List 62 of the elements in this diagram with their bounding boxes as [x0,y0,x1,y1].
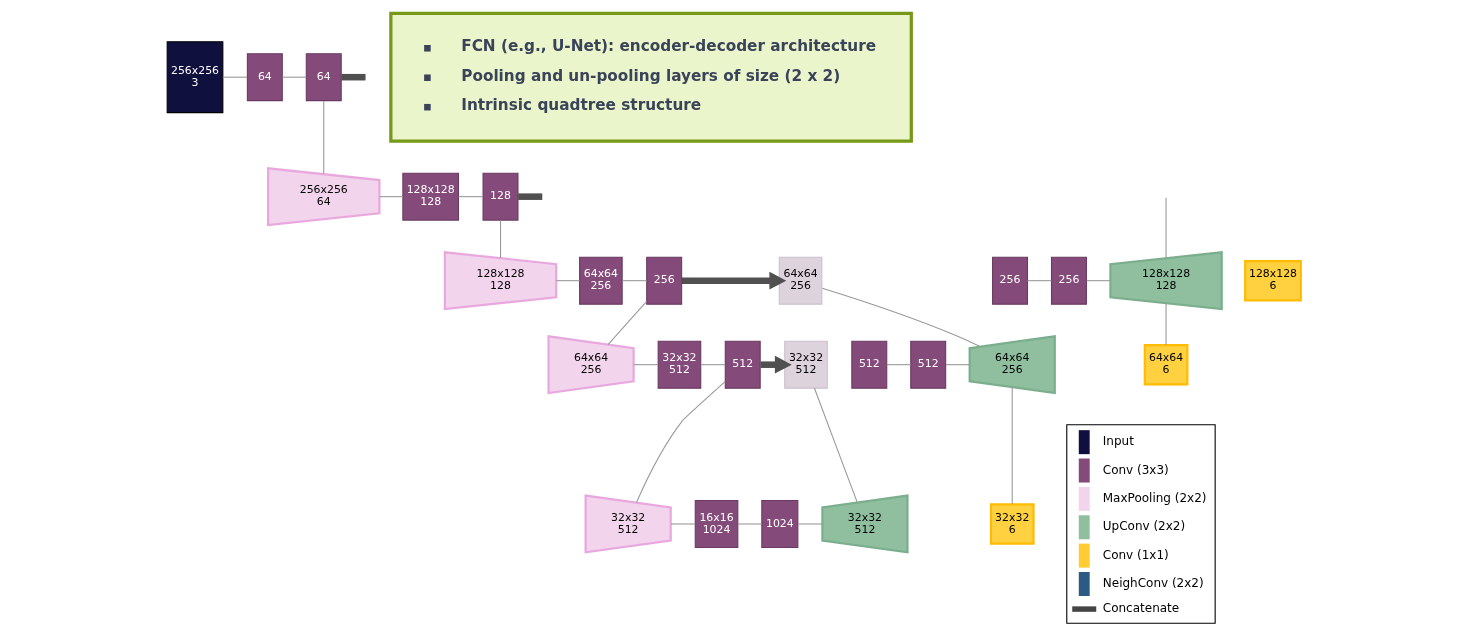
legend-label: NeighConv (2x2) [1102,575,1204,590]
connector [457,195,484,197]
connector [821,287,981,347]
node-box: 512 [910,340,947,389]
legend-label: MaxPooling (2x2) [1102,490,1207,505]
connector [886,363,912,365]
legend-label: Input [1102,433,1134,448]
connector [670,522,696,525]
node-box: 512 [724,340,761,389]
connector [1086,279,1111,281]
connector [1011,386,1013,505]
node-box: 256 [992,256,1029,305]
node-box: 1024 [761,499,799,548]
node-box: 128x128 128 [402,172,460,221]
node-box: 64 [305,52,342,101]
node-box: 512 [851,340,888,389]
legend-label: Concatenate [1102,600,1180,615]
node-box: 32x32 512 [784,340,828,389]
connector [1027,279,1053,281]
connector [1165,196,1167,258]
connector [636,380,726,503]
connector [281,76,307,78]
connector [518,192,543,200]
node-box: 32x32 512 [821,493,909,554]
node-box: 128x128 6 [1244,259,1302,301]
node-box: 256 [646,256,683,305]
legend-label: Conv (3x3) [1102,462,1169,477]
connector [607,300,647,345]
node-box: 128 [482,172,519,221]
node-box: 128x128 128 [1109,250,1223,310]
connector [700,363,726,365]
node-box: 64x64 256 [968,334,1056,394]
node-box: 64x64 256 [547,334,635,394]
connector [797,522,823,525]
node-box: 128x128 128 [443,250,558,310]
node-box: 32x32 6 [989,502,1035,545]
node-box: 64x64 256 [579,256,623,305]
connector [379,195,404,197]
connector [737,522,763,525]
node-box: 64x64 256 [778,256,823,305]
connector [499,219,502,259]
connector [341,73,366,80]
node-box: FCN (e.g., U-Net): encoder-decoder architecture Pooling and un-pooling layers of size (2 x 2) Intrinsic quadtree structure [389,11,913,143]
node-box: 256 [1050,256,1087,305]
legend-label: UpConv (2x2) [1102,518,1186,533]
connector [622,279,648,281]
connector [1165,302,1167,345]
connector [222,76,248,78]
connector [555,279,581,281]
connector [323,99,325,174]
node-box: 64 [246,52,283,101]
node-box: 32x32 512 [584,493,672,554]
node-box: 32x32 512 [657,340,702,389]
node-box: 256x256 3 [166,40,224,113]
node-box: 64x64 6 [1143,343,1189,385]
legend-label: Conv (1x1) [1102,547,1169,562]
node-box: 256x256 64 [267,166,381,226]
connector [945,363,970,365]
node-box: 16x16 1024 [694,499,739,548]
connector [633,363,659,365]
arrow [681,271,787,290]
connector [813,387,858,503]
